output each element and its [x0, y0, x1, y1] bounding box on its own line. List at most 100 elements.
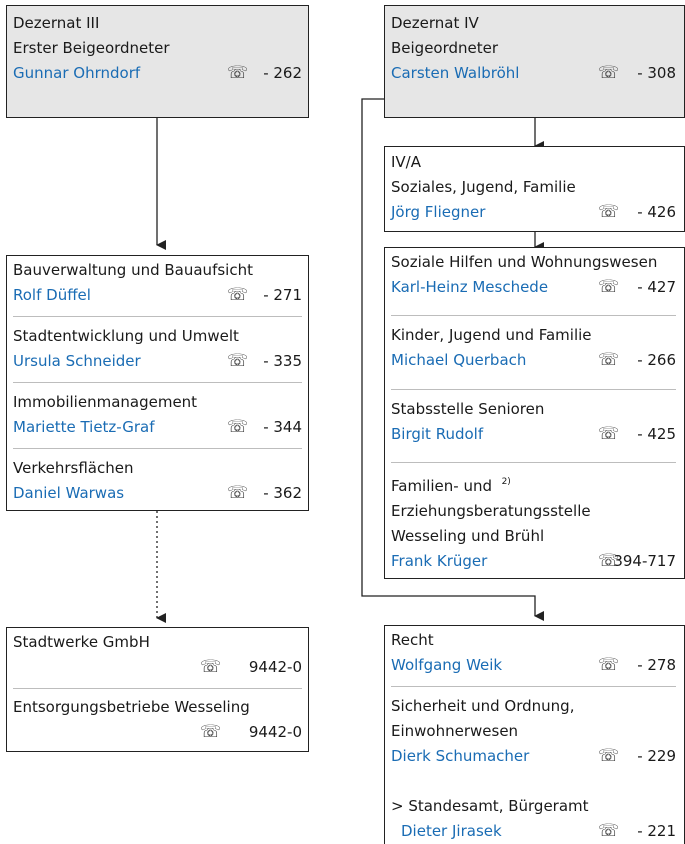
telephone-icon: ☏: [598, 424, 620, 444]
contact-row: Michael Querbach ☏ - 266: [391, 348, 676, 373]
divider: [13, 448, 302, 449]
person-name[interactable]: Michael Querbach: [391, 351, 527, 369]
company-title: Stadtwerke GmbH: [13, 633, 150, 651]
dezernat-3-box: Dezernat III Erster Beigeordneter Gunnar…: [6, 5, 309, 118]
family-counseling-title: Familien- und: [391, 477, 493, 495]
iva-box: IV/A Soziales, Jugend, Familie Jörg Flie…: [384, 146, 685, 232]
telephone-icon: ☏: [200, 657, 222, 677]
contact-row: Birgit Rudolf ☏ - 425: [391, 422, 676, 447]
company-title: Entsorgungsbetriebe Wesseling: [13, 698, 250, 716]
phone-extension: - 335: [263, 352, 302, 370]
law-order-box: Recht Wolfgang Weik ☏ - 278 Sicherheit u…: [384, 625, 685, 844]
telephone-icon: ☏: [227, 285, 249, 305]
unit-title: Recht: [391, 631, 434, 649]
unit-title: > Standesamt, Bürgeramt: [391, 797, 589, 815]
divider: [391, 315, 676, 316]
person-name[interactable]: Gunnar Ohrndorf: [13, 64, 141, 82]
telephone-icon: ☏: [227, 417, 249, 437]
person-name[interactable]: Jörg Fliegner: [391, 203, 486, 221]
divider: [13, 688, 302, 689]
phone-extension: - 427: [637, 278, 676, 296]
person-name[interactable]: Daniel Warwas: [13, 484, 125, 502]
divider: [391, 389, 676, 390]
phone-extension: - 344: [263, 418, 302, 436]
person-name[interactable]: Dieter Jirasek: [401, 822, 502, 840]
person-name[interactable]: Mariette Tietz-Graf: [13, 418, 155, 436]
phone-extension: - 425: [637, 425, 676, 443]
contact-row: Dieter Jirasek ☏ - 221: [391, 819, 676, 844]
phone-extension: 9442-0: [248, 658, 302, 676]
contact-row: Jörg Fliegner ☏ - 426: [391, 200, 676, 225]
family-counseling-line1: Familien- und 2): [391, 470, 676, 499]
telephone-icon: ☏: [227, 483, 249, 503]
contact-row: Ursula Schneider ☏ - 335: [13, 349, 302, 374]
family-counseling-line3: Wesseling und Brühl: [391, 527, 545, 545]
telephone-icon: ☏: [598, 655, 620, 675]
companies-box: Stadtwerke GmbH ☏ 9442-0 Entsorgungsbetr…: [6, 627, 309, 752]
contact-row: Dierk Schumacher ☏ - 229: [391, 744, 676, 769]
dezernat-3-title: Dezernat III: [13, 14, 100, 32]
dezernat-3-units-box: Bauverwaltung und Bauaufsicht Rolf Düffe…: [6, 255, 309, 511]
phone-extension: - 221: [637, 822, 676, 840]
person-name[interactable]: Rolf Düffel: [13, 286, 91, 304]
telephone-icon: ☏: [598, 277, 620, 297]
unit-title: Kinder, Jugend und Familie: [391, 326, 592, 344]
telephone-icon: ☏: [227, 63, 249, 83]
phone-extension: - 362: [263, 484, 302, 502]
contact-row: Rolf Düffel ☏ - 271: [13, 283, 302, 308]
telephone-icon: ☏: [200, 722, 222, 742]
person-name[interactable]: Carsten Walbröhl: [391, 64, 520, 82]
phone-extension: - 266: [637, 351, 676, 369]
dezernat-4-role: Beigeordneter: [391, 39, 499, 57]
contact-row: Mariette Tietz-Graf ☏ - 344: [13, 415, 302, 440]
telephone-icon: ☏: [598, 746, 620, 766]
phone-extension: 9442-0: [248, 723, 302, 741]
unit-title: Bauverwaltung und Bauaufsicht: [13, 261, 253, 279]
person-name[interactable]: Ursula Schneider: [13, 352, 141, 370]
person-name[interactable]: Karl-Heinz Meschede: [391, 278, 549, 296]
contact-row: Wolfgang Weik ☏ - 278: [391, 653, 676, 678]
telephone-icon: ☏: [598, 63, 620, 83]
phone-extension: - 262: [263, 64, 302, 82]
unit-title: Sicherheit und Ordnung,: [391, 697, 575, 715]
phone-extension: - 426: [637, 203, 676, 221]
connector-dezernat4-recht: [361, 98, 544, 621]
person-name[interactable]: Birgit Rudolf: [391, 425, 484, 443]
person-name[interactable]: Frank Krüger: [391, 552, 488, 570]
contact-row: Gunnar Ohrndorf ☏ - 262: [13, 61, 302, 86]
contact-row: Frank Krüger ☏ 394-717: [391, 549, 676, 574]
telephone-icon: ☏: [598, 202, 620, 222]
divider: [13, 316, 302, 317]
phone-extension: - 278: [637, 656, 676, 674]
iva-units-box: Soziale Hilfen und Wohnungswesen Karl-He…: [384, 247, 685, 579]
telephone-icon: ☏: [227, 351, 249, 371]
phone-extension: - 308: [637, 64, 676, 82]
person-name[interactable]: Wolfgang Weik: [391, 656, 503, 674]
telephone-icon: ☏: [598, 821, 620, 841]
phone-extension: 394-717: [613, 552, 676, 570]
telephone-icon: ☏: [598, 551, 620, 571]
person-name[interactable]: Dierk Schumacher: [391, 747, 530, 765]
phone-extension: - 271: [263, 286, 302, 304]
telephone-icon: ☏: [598, 350, 620, 370]
contact-row: ☏ 9442-0: [13, 655, 302, 680]
family-counseling-line2: Erziehungsberatungsstelle: [391, 502, 591, 520]
unit-title: Immobilienmanagement: [13, 393, 198, 411]
contact-row: Daniel Warwas ☏ - 362: [13, 481, 302, 506]
footnote-marker: 2): [501, 477, 511, 487]
unit-title: Stadtentwicklung und Umwelt: [13, 327, 239, 345]
dezernat-3-role: Erster Beigeordneter: [13, 39, 170, 57]
contact-row: ☏ 9442-0: [13, 720, 302, 745]
iva-code: IV/A: [391, 153, 421, 171]
contact-row: Carsten Walbröhl ☏ - 308: [391, 61, 676, 86]
divider: [391, 686, 676, 687]
phone-extension: - 229: [637, 747, 676, 765]
dezernat-4-title: Dezernat IV: [391, 14, 479, 32]
iva-title: Soziales, Jugend, Familie: [391, 178, 576, 196]
unit-title: Stabsstelle Senioren: [391, 400, 545, 418]
unit-title: Soziale Hilfen und Wohnungswesen: [391, 253, 658, 271]
divider: [13, 382, 302, 383]
dezernat-4-box: Dezernat IV Beigeordneter Carsten Walbrö…: [384, 5, 685, 118]
divider: [391, 462, 676, 463]
